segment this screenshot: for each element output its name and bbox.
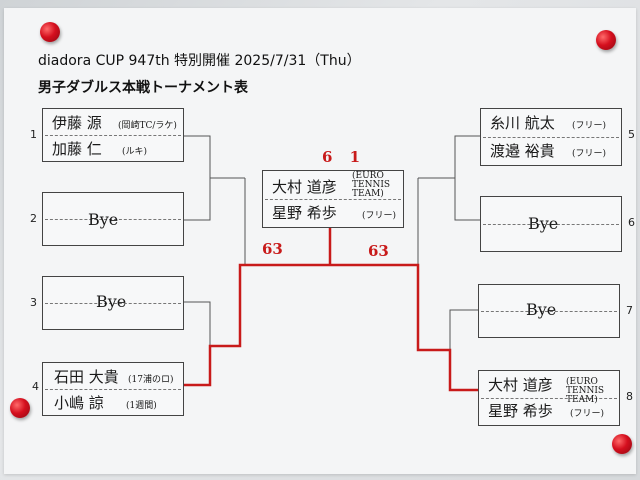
final-winner-box <box>262 170 404 228</box>
bye-label: Bye <box>96 292 127 311</box>
bye-label: Bye <box>528 214 559 233</box>
entry-box-5 <box>480 108 622 166</box>
page-title: diadora CUP 947th 特別開催 2025/7/31（Thu） <box>38 53 361 69</box>
seed-number: 8 <box>626 390 633 403</box>
player-name: 大村 道彦 <box>272 178 337 196</box>
player-affiliation: (ルキ) <box>122 147 148 157</box>
entry-box-7 <box>478 284 620 338</box>
seed-number: 2 <box>30 212 37 225</box>
push-pin-icon <box>612 434 632 454</box>
winner-line-left <box>182 263 330 387</box>
player-affiliation: (1週間) <box>126 401 157 411</box>
final-score: 6 1 <box>322 148 367 166</box>
seed-number: 5 <box>628 128 635 141</box>
player-name: 小嶋 諒 <box>54 394 104 412</box>
player-affiliation: (17浦のロ) <box>128 375 174 385</box>
player-name: 加藤 仁 <box>52 140 102 158</box>
entry-box-4 <box>42 362 184 416</box>
player-affiliation: (フリー) <box>572 149 607 159</box>
bye-label: Bye <box>526 300 557 319</box>
push-pin-icon <box>40 22 60 42</box>
winner-line-right <box>330 263 478 392</box>
player-name: 渡邉 裕貴 <box>490 142 555 160</box>
player-affiliation: (フリー) <box>362 211 397 221</box>
player-affiliation: (EURO TENNIS TEAM) <box>352 171 391 199</box>
player-name: 星野 希歩 <box>272 204 337 222</box>
page-subtitle: 男子ダブルス本戦トーナメント表 <box>38 80 248 96</box>
seed-number: 4 <box>32 380 39 393</box>
entry-box-8 <box>478 370 620 426</box>
player-affiliation: (フリー) <box>570 409 605 419</box>
bracket-line-left-top <box>182 135 211 221</box>
player-affiliation: (岡崎TC/ラケ) <box>118 121 177 131</box>
player-affiliation: (EURO TENNIS TEAM) <box>566 377 605 405</box>
entry-box-1 <box>42 108 184 162</box>
entry-box-6 <box>480 196 622 252</box>
seed-number: 1 <box>30 128 37 141</box>
player-name: 糸川 航太 <box>490 114 555 132</box>
right-semi-score: 63 <box>368 242 389 260</box>
push-pin-icon <box>596 30 616 50</box>
player-name: 星野 希歩 <box>488 402 553 420</box>
player-affiliation: (フリー) <box>572 121 607 131</box>
bracket-line-right-top <box>454 135 480 221</box>
seed-number: 3 <box>30 296 37 309</box>
seed-number: 6 <box>628 216 635 229</box>
bye-label: Bye <box>88 210 119 229</box>
player-name: 石田 大貴 <box>54 368 119 386</box>
entry-box-3 <box>42 276 184 330</box>
player-name: 大村 道彦 <box>488 376 553 394</box>
entry-box-2 <box>42 192 184 246</box>
left-semi-score: 63 <box>262 240 283 258</box>
player-name: 伊藤 源 <box>52 114 102 132</box>
bracket-line-right-bottom <box>449 309 480 390</box>
push-pin-icon <box>10 398 30 418</box>
seed-number: 7 <box>626 304 633 317</box>
bracket-line-left-bottom <box>182 301 211 385</box>
